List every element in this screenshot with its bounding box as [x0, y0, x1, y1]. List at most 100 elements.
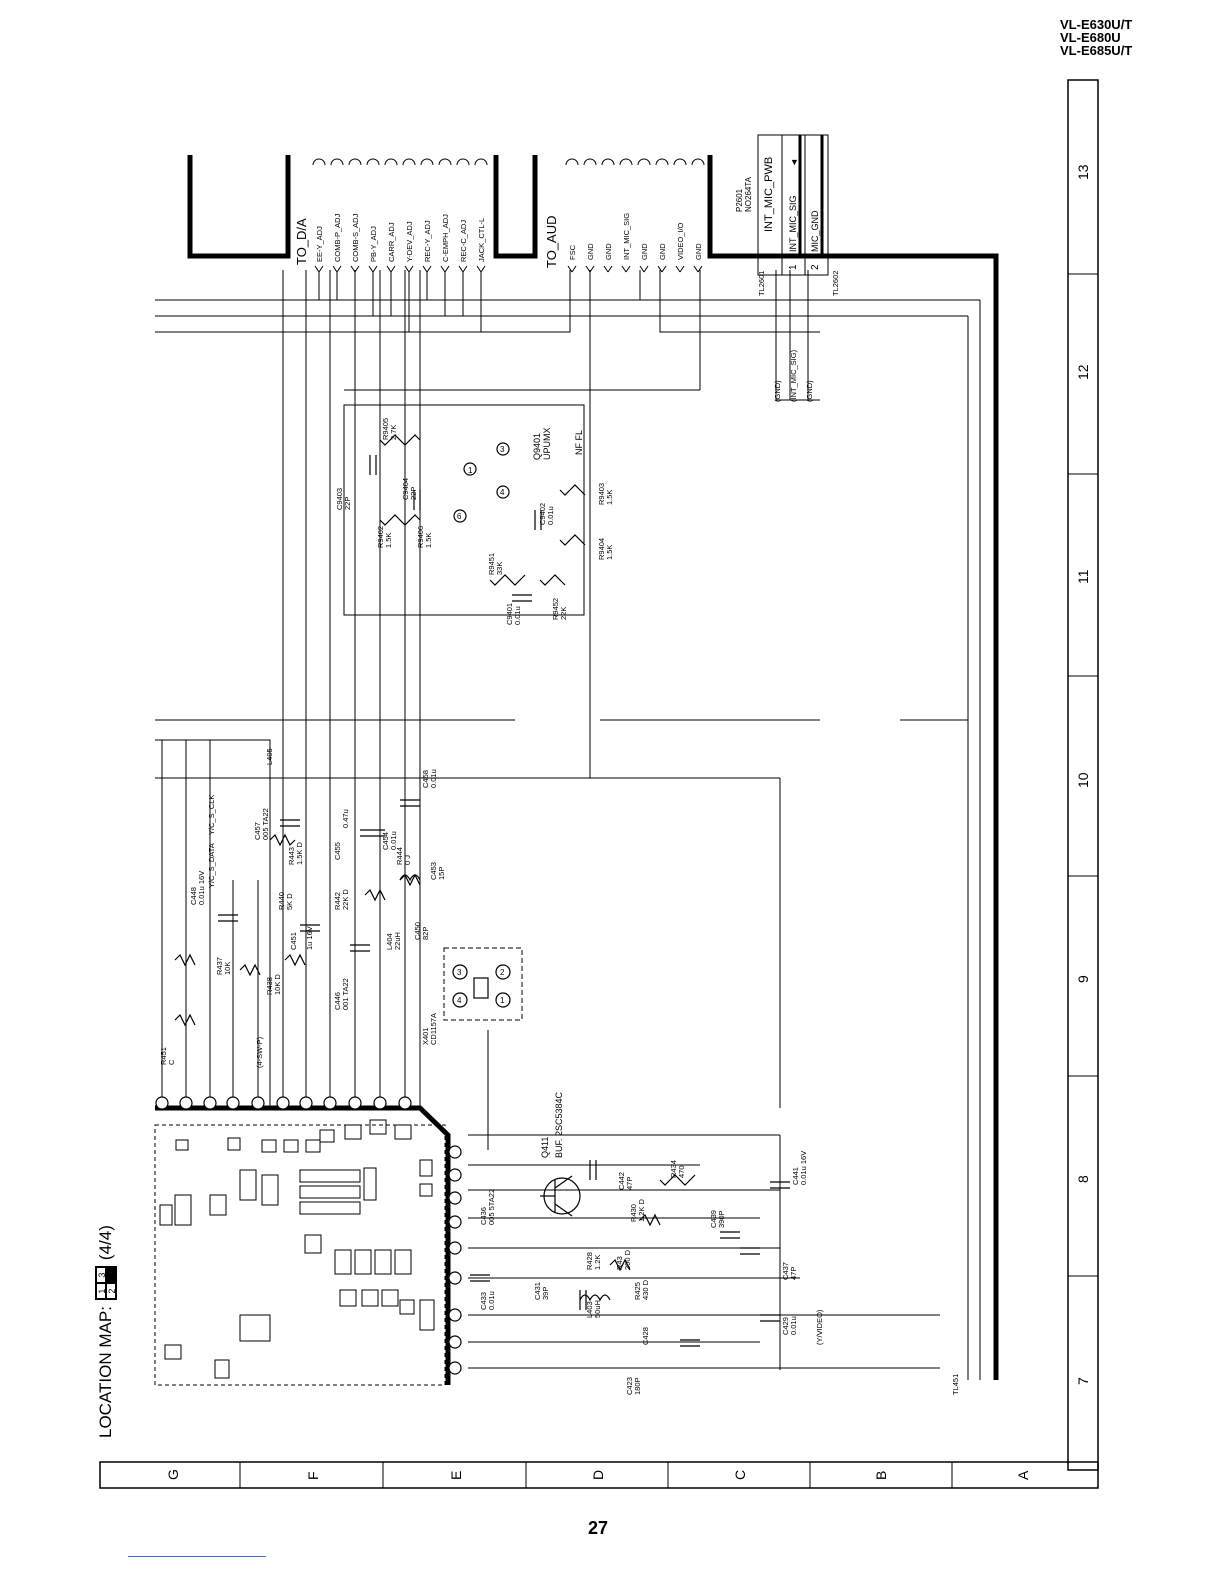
part-ref: R9402	[376, 526, 385, 548]
connector-pin-label: COMB-S_ADJ	[351, 213, 360, 262]
net-label: Y/C_S_CLK	[207, 795, 216, 835]
grid-column-label: 11	[1075, 569, 1091, 584]
part-ref: R434	[669, 1160, 678, 1178]
grid-frame	[99, 79, 1099, 1489]
connector-pin-label: EE-Y_ADJ	[315, 226, 324, 262]
grid-row-labels: G F E D C B A	[165, 1469, 1031, 1480]
connector-pin-label: CARR_ADJ	[387, 222, 396, 262]
svg-text:4: 4	[500, 488, 505, 497]
part-ref: C429	[781, 1317, 790, 1335]
part-value: 22P	[409, 487, 418, 500]
connector-pins	[312, 158, 705, 166]
part-value: 1.5K	[384, 533, 393, 548]
mic-connector-labels: P2601 NO264TA INT_MIC_PWB 1 INT_MIC_SIG …	[735, 157, 840, 402]
connector-pin-label: GND	[694, 243, 703, 260]
grid-column-label: 8	[1075, 1175, 1091, 1183]
part-value: 82P	[421, 927, 430, 940]
part-ref: C442	[617, 1172, 626, 1190]
part-value: 005 TA22	[261, 808, 270, 840]
location-map-label: LOCATION MAP:	[96, 1306, 115, 1438]
ic-internal-blocks	[154, 1119, 446, 1386]
svg-text:4: 4	[457, 996, 462, 1005]
connector-pin-label: REC-Y_ADJ	[423, 220, 432, 262]
part-ref: C428	[641, 1327, 650, 1345]
part-ref: R425	[633, 1282, 642, 1300]
location-map-cell: 2	[106, 1283, 117, 1300]
part-value: C	[167, 1059, 176, 1065]
grid-column-label: 13	[1075, 164, 1091, 180]
part-ref: C437	[781, 1262, 790, 1280]
part-ref: C453	[429, 862, 438, 880]
mic-connector-leads	[798, 135, 824, 256]
part-value: 1.2K	[593, 1255, 602, 1270]
connector-pin-label: GND	[640, 243, 649, 260]
part-value: 200 D	[623, 1249, 632, 1270]
testpoint-label: TL2601	[757, 271, 766, 296]
mic-connector	[757, 134, 829, 276]
grid-row-label: G	[165, 1469, 181, 1480]
page-number: 27	[588, 1518, 609, 1538]
svg-text:1: 1	[500, 996, 505, 1005]
part-value: 5K D	[285, 893, 294, 910]
part-ref: C454	[381, 832, 390, 850]
connector-pin-label: PB-Y_ADJ	[369, 226, 378, 262]
part-ref: C423	[625, 1377, 634, 1395]
connector-pin-label: INT_MIC_SIG	[622, 213, 631, 260]
testpoint-label: TL451	[951, 1374, 960, 1395]
ic-pins	[155, 1096, 462, 1375]
part-value: BUF. 2SC5384C	[554, 1091, 564, 1158]
testpoint-label: TL2602	[831, 271, 840, 296]
grid-row-label: E	[448, 1471, 464, 1480]
part-value: 001 TA22	[341, 978, 350, 1010]
part-ref: R430	[629, 1204, 638, 1222]
part-value: 10K	[223, 962, 232, 975]
part-ref: C9404	[401, 478, 410, 500]
part-ref: C450	[413, 922, 422, 940]
part-value: 470	[677, 1165, 686, 1178]
part-value: 1.5K	[605, 545, 614, 560]
location-map-cell-current	[106, 1267, 116, 1284]
location-map-cell: 1	[96, 1283, 107, 1300]
part-ref: C9401	[505, 603, 514, 625]
part-value: 0.01u	[389, 831, 398, 850]
connector-title: INT_MIC_PWB	[763, 157, 775, 232]
part-ref: C455	[333, 842, 342, 860]
part-value: 22K	[559, 607, 568, 620]
part-ref: R428	[585, 1252, 594, 1270]
connector-pin-label: MIC_GND	[810, 210, 820, 252]
part-value: 0.01u	[487, 1291, 496, 1310]
connector-pin-label: INT_MIC_SIG	[788, 195, 798, 252]
grid-row-label: F	[305, 1471, 321, 1480]
connector-pin-label: GND	[604, 243, 613, 260]
location-map-sheet: (4/4)	[96, 1225, 115, 1261]
model-name: VL-E685U/T	[1060, 43, 1133, 58]
part-ref: R9451	[487, 553, 496, 575]
divider	[128, 1556, 266, 1557]
part-ref: C439	[709, 1210, 718, 1228]
part-value: 430 D	[641, 1279, 650, 1300]
part-ref: X401	[421, 1027, 430, 1045]
part-value: 15P	[437, 867, 446, 880]
part-ref: L404	[385, 933, 394, 950]
part-value: 39P	[541, 1287, 550, 1300]
part-ref: C457	[253, 822, 262, 840]
part-ref: C441	[791, 1167, 800, 1185]
connector-pin-label: GND	[586, 243, 595, 260]
part-value: 005 5TA22	[487, 1189, 496, 1225]
svg-text:3: 3	[457, 968, 462, 977]
part-ref: P2601	[735, 188, 744, 212]
to-aud-connector: TO_AUD FSC GND GND INT_MIC_SIG GND GND V…	[544, 213, 703, 268]
part-ref: C436	[479, 1207, 488, 1225]
part-value: 0.01u	[789, 1316, 798, 1335]
location-map-grid: 1 3 2	[95, 1266, 117, 1301]
part-ref: R451	[159, 1047, 168, 1065]
part-value: NO264TA	[744, 176, 753, 212]
part-ref: C433	[479, 1292, 488, 1310]
svg-text:2: 2	[500, 968, 505, 977]
part-labels: R9405 2.7K R9402 1.5K R9406 1.5K C9403 2…	[159, 418, 960, 1395]
location-map: LOCATION MAP: 1 3 2 (4/4)	[95, 1225, 117, 1438]
part-value: 0.47u	[341, 809, 350, 828]
signal-lines	[155, 270, 981, 1380]
part-ref: R440	[277, 892, 286, 910]
